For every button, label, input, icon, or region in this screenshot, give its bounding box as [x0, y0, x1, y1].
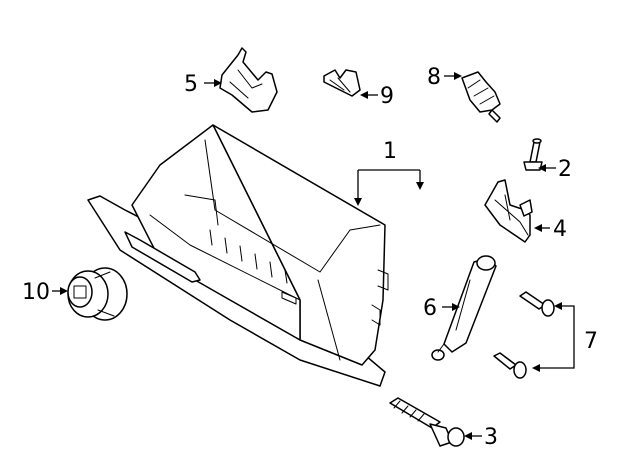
glove-box-part-1 [87, 124, 389, 387]
callout-8: 8 [427, 65, 441, 90]
callout-10: 10 [22, 280, 50, 305]
bracket-part-4 [484, 179, 533, 243]
callout-4: 4 [553, 217, 567, 242]
callout-5: 5 [184, 72, 198, 97]
screw-part-7b [493, 352, 527, 379]
callout-3: 3 [484, 425, 498, 450]
clip-part-9 [323, 69, 361, 97]
screw-part-7a [519, 291, 555, 317]
leader-lines [52, 72, 575, 440]
pin-part-2 [523, 138, 543, 171]
callout-1: 1 [383, 139, 397, 164]
clip-bracket-part-5 [219, 47, 278, 113]
callout-2: 2 [558, 157, 572, 182]
strut-part-6 [431, 255, 497, 361]
callout-6: 6 [423, 296, 437, 321]
callout-7: 7 [584, 329, 598, 354]
lock-cylinder-part-10 [67, 267, 128, 321]
damper-part-3 [389, 397, 465, 447]
callout-labels: 1 2 3 4 5 6 7 8 9 10 [22, 65, 598, 450]
latch-part-8 [461, 71, 501, 123]
callout-9: 9 [380, 84, 394, 109]
